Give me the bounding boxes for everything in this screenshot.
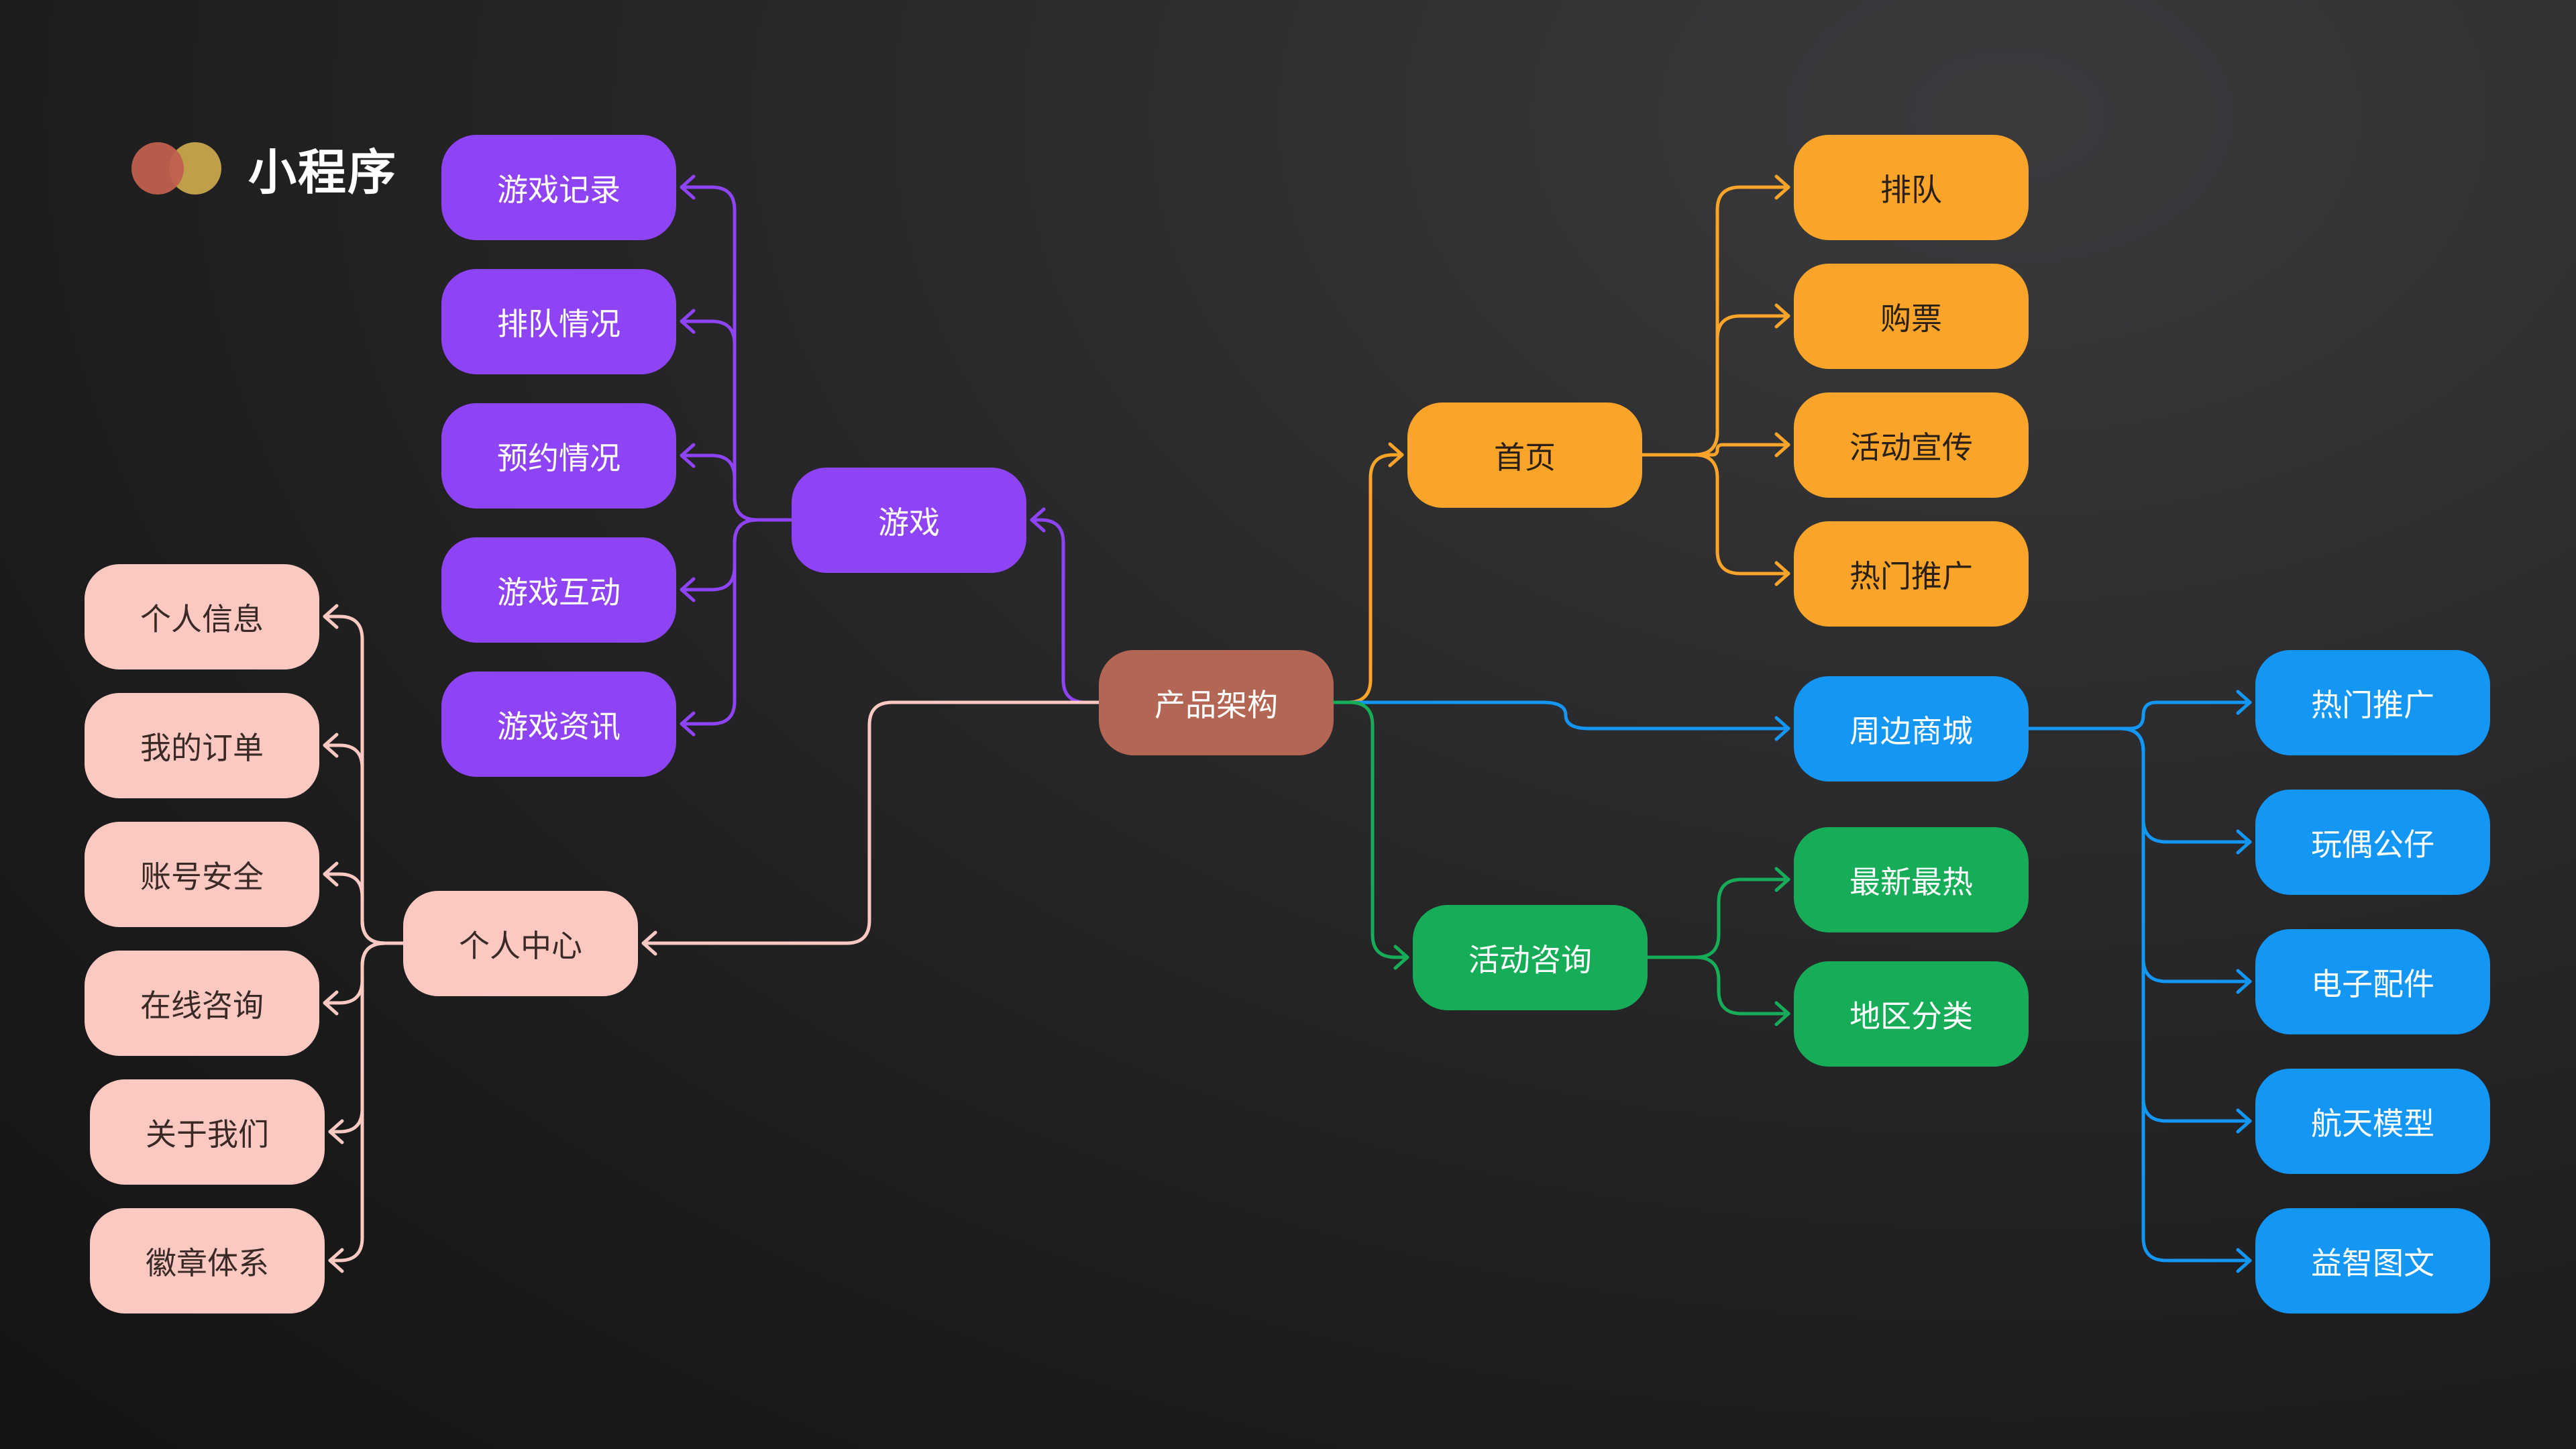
arrow-merch-child-1 xyxy=(2236,829,2252,855)
leaf-node-online-consult[interactable]: 在线咨询 xyxy=(85,951,319,1056)
leaf-node-event-promo[interactable]: 活动宣传 xyxy=(1794,392,2029,498)
leaf-node-queue-status[interactable]: 排队情况 xyxy=(441,269,676,374)
branch-node-merch-store[interactable]: 周边商城 xyxy=(1794,676,2029,782)
connector-home-child-0 xyxy=(1640,185,1790,457)
arrow-personal-child-2 xyxy=(323,861,339,887)
leaf-node-reservation-status[interactable]: 预约情况 xyxy=(441,403,676,508)
arrow-personal xyxy=(641,930,657,956)
arrow-merch xyxy=(1774,716,1790,741)
leaf-node-game-records[interactable]: 游戏记录 xyxy=(441,135,676,240)
arrow-personal-child-0 xyxy=(323,604,339,629)
arrow-home-child-1 xyxy=(1774,303,1790,329)
leaf-node-plush-dolls[interactable]: 玩偶公仔 xyxy=(2255,790,2490,895)
arrow-game-child-2 xyxy=(680,443,696,468)
connector-merch-child-2 xyxy=(2027,727,2252,983)
leaf-node-space-models[interactable]: 航天模型 xyxy=(2255,1069,2490,1174)
connector-root-personal xyxy=(641,700,1101,945)
leaf-node-game-news[interactable]: 游戏资讯 xyxy=(441,672,676,777)
leaf-node-puzzle-books[interactable]: 益智图文 xyxy=(2255,1208,2490,1313)
connector-personal-child-2 xyxy=(323,872,405,945)
arrow-personal-child-5 xyxy=(328,1248,344,1273)
branch-node-game[interactable]: 游戏 xyxy=(792,468,1026,573)
brand-header: 小程序 xyxy=(131,134,397,201)
connector-game-child-0 xyxy=(680,185,794,522)
connector-merch-child-3 xyxy=(2027,727,2252,1123)
arrow-home-child-2 xyxy=(1774,432,1790,458)
arrow-events xyxy=(1393,945,1409,970)
arrow-events-child-1 xyxy=(1774,1001,1790,1026)
branch-node-personal-center[interactable]: 个人中心 xyxy=(403,891,638,996)
connector-root-home xyxy=(1332,453,1404,704)
leaf-node-tickets[interactable]: 购票 xyxy=(1794,264,2029,369)
connector-personal-child-5 xyxy=(328,941,405,1263)
connector-merch-child-4 xyxy=(2027,727,2252,1263)
arrow-merch-child-4 xyxy=(2236,1248,2252,1273)
leaf-node-hot-promo[interactable]: 热门推广 xyxy=(1794,521,2029,627)
arrow-merch-child-0 xyxy=(2236,690,2252,715)
arrow-personal-child-4 xyxy=(328,1119,344,1144)
connector-home-child-2 xyxy=(1640,443,1790,457)
arrow-game-child-0 xyxy=(680,174,696,200)
branch-node-home[interactable]: 首页 xyxy=(1407,402,1642,508)
leaf-node-electronic-accessories[interactable]: 电子配件 xyxy=(2255,929,2490,1034)
leaf-node-region-categories[interactable]: 地区分类 xyxy=(1794,961,2029,1067)
connector-home-child-3 xyxy=(1640,453,1790,576)
connector-root-merch xyxy=(1332,700,1790,731)
arrow-personal-child-1 xyxy=(323,733,339,758)
arrow-game-child-4 xyxy=(680,711,696,737)
arrow-game xyxy=(1030,507,1046,533)
brand-logo-icon xyxy=(131,138,225,198)
leaf-node-game-interaction[interactable]: 游戏互动 xyxy=(441,537,676,643)
connector-root-events xyxy=(1332,700,1409,959)
arrow-merch-child-2 xyxy=(2236,969,2252,994)
connector-home-child-1 xyxy=(1640,314,1790,457)
arrow-home-child-0 xyxy=(1774,174,1790,200)
leaf-node-account-security[interactable]: 账号安全 xyxy=(85,822,319,927)
connector-game-child-4 xyxy=(680,518,794,726)
branch-node-events[interactable]: 活动咨询 xyxy=(1413,905,1648,1010)
connector-game-child-1 xyxy=(680,319,794,522)
leaf-node-hot-picks[interactable]: 热门推广 xyxy=(2255,650,2490,755)
connector-merch-child-0 xyxy=(2027,700,2252,731)
arrow-game-child-1 xyxy=(680,309,696,334)
leaf-node-badge-system[interactable]: 徽章体系 xyxy=(90,1208,325,1313)
connector-events-child-0 xyxy=(1646,877,1790,959)
connector-merch-child-1 xyxy=(2027,727,2252,844)
root-node[interactable]: 产品架构 xyxy=(1099,650,1334,755)
connector-personal-child-4 xyxy=(328,941,405,1134)
arrow-game-child-3 xyxy=(680,577,696,602)
leaf-node-personal-info[interactable]: 个人信息 xyxy=(85,564,319,669)
connector-events-child-1 xyxy=(1646,955,1790,1016)
connector-game-child-2 xyxy=(680,453,794,522)
leaf-node-my-orders[interactable]: 我的订单 xyxy=(85,693,319,798)
leaf-node-queue[interactable]: 排队 xyxy=(1794,135,2029,240)
app-title: 小程序 xyxy=(248,144,398,201)
logo-dot-red xyxy=(131,142,184,195)
arrow-merch-child-3 xyxy=(2236,1108,2252,1134)
leaf-node-about-us[interactable]: 关于我们 xyxy=(90,1079,325,1185)
arrow-home-child-3 xyxy=(1774,561,1790,586)
arrow-events-child-0 xyxy=(1774,867,1790,892)
connector-root-game xyxy=(1030,518,1101,704)
leaf-node-latest-hot[interactable]: 最新最热 xyxy=(1794,827,2029,932)
arrow-personal-child-3 xyxy=(323,990,339,1016)
arrow-home xyxy=(1388,442,1404,468)
